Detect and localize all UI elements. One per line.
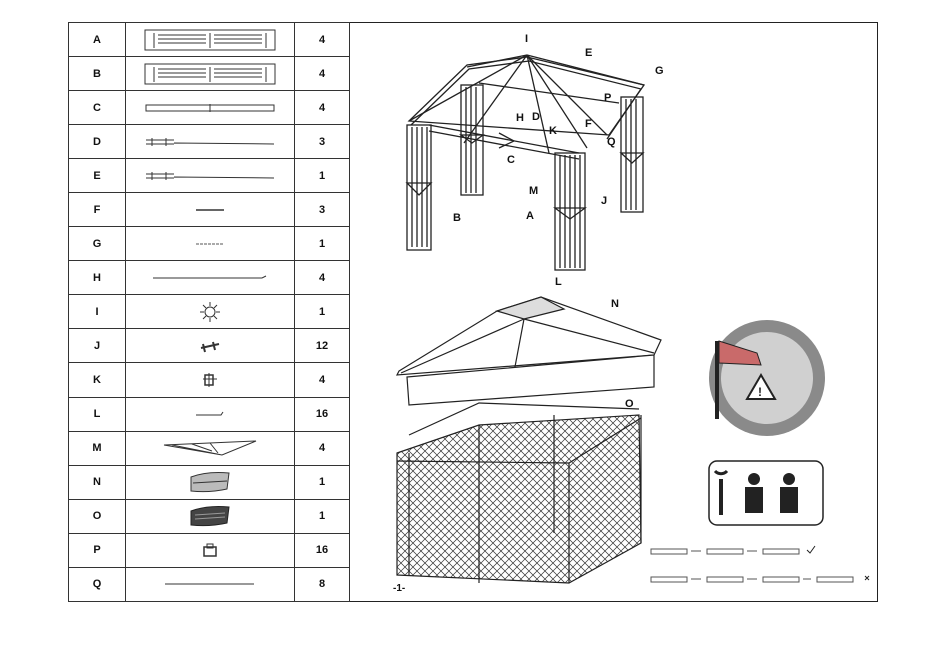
part-quantity: 4 bbox=[295, 363, 350, 397]
part-letter: J bbox=[69, 329, 126, 363]
part-quantity: 1 bbox=[295, 159, 350, 193]
part-quantity: 1 bbox=[295, 499, 350, 533]
part-quantity: 4 bbox=[295, 431, 350, 465]
small-rod-icon bbox=[126, 227, 295, 261]
part-quantity: 3 bbox=[295, 193, 350, 227]
part-quantity: 4 bbox=[295, 57, 350, 91]
top-hub-icon bbox=[126, 295, 295, 329]
svg-text:I: I bbox=[525, 33, 528, 45]
part-quantity: 4 bbox=[295, 261, 350, 295]
part-letter: M bbox=[69, 431, 126, 465]
table-row: J 12 bbox=[69, 329, 350, 363]
label-n: N bbox=[611, 298, 619, 310]
part-letter: N bbox=[69, 465, 126, 499]
part-quantity: 4 bbox=[295, 23, 350, 57]
part-letter: K bbox=[69, 363, 126, 397]
part-letter: Q bbox=[69, 567, 126, 601]
page-number: -1- bbox=[393, 583, 405, 594]
beam-icon bbox=[126, 91, 295, 125]
part-quantity: 4 bbox=[295, 91, 350, 125]
mesh-net-icon bbox=[126, 499, 295, 533]
svg-text:B: B bbox=[453, 212, 461, 224]
wind-warning-icon: ! bbox=[709, 320, 825, 436]
corner-joint-icon bbox=[126, 363, 295, 397]
svg-text:H: H bbox=[516, 112, 524, 124]
part-letter: F bbox=[69, 193, 126, 227]
part-quantity: 1 bbox=[295, 295, 350, 329]
part-quantity: 12 bbox=[295, 329, 350, 363]
part-letter: D bbox=[69, 125, 126, 159]
roof-cover-icon bbox=[126, 465, 295, 499]
panel-icon bbox=[126, 57, 295, 91]
roof-canopy-drawing bbox=[397, 297, 661, 405]
rafter-icon bbox=[126, 159, 295, 193]
part-letter: B bbox=[69, 57, 126, 91]
table-row: L 16 bbox=[69, 397, 350, 431]
part-quantity: 1 bbox=[295, 227, 350, 261]
svg-text:Q: Q bbox=[607, 136, 616, 148]
part-letter: L bbox=[69, 397, 126, 431]
cap-icon bbox=[126, 533, 295, 567]
svg-text:P: P bbox=[604, 92, 611, 104]
svg-text:F: F bbox=[585, 118, 592, 130]
panel-icon bbox=[126, 23, 295, 57]
part-letter: E bbox=[69, 159, 126, 193]
rafter-icon bbox=[126, 125, 295, 159]
assembly-step-correct bbox=[651, 546, 815, 554]
connector-icon bbox=[126, 329, 295, 363]
svg-text:G: G bbox=[655, 65, 664, 77]
svg-text:C: C bbox=[507, 154, 515, 166]
frame-part-labels: I E G H D P K F Q C M J A B L bbox=[453, 33, 664, 288]
part-letter: H bbox=[69, 261, 126, 295]
svg-text:J: J bbox=[601, 195, 607, 207]
part-quantity: 8 bbox=[295, 567, 350, 601]
part-letter: A bbox=[69, 23, 126, 57]
svg-text:M: M bbox=[529, 185, 538, 197]
svg-text:L: L bbox=[555, 276, 562, 288]
table-row: P 16 bbox=[69, 533, 350, 567]
part-letter: I bbox=[69, 295, 126, 329]
part-quantity: 16 bbox=[295, 533, 350, 567]
svg-text:D: D bbox=[532, 111, 540, 123]
svg-text:A: A bbox=[526, 210, 534, 222]
part-quantity: 16 bbox=[295, 397, 350, 431]
corner-brace-icon bbox=[126, 431, 295, 465]
part-quantity: 1 bbox=[295, 465, 350, 499]
mesh-net-drawing bbox=[397, 403, 641, 583]
tools-two-persons-icon bbox=[709, 461, 823, 525]
svg-text:K: K bbox=[549, 125, 557, 137]
short-rod-icon bbox=[126, 193, 295, 227]
assembly-step-wrong bbox=[651, 576, 869, 582]
svg-text:E: E bbox=[585, 47, 592, 59]
svg-text:!: ! bbox=[758, 385, 762, 399]
part-quantity: 3 bbox=[295, 125, 350, 159]
gazebo-frame-drawing bbox=[407, 55, 644, 270]
part-letter: G bbox=[69, 227, 126, 261]
part-letter: C bbox=[69, 91, 126, 125]
label-o: O bbox=[625, 398, 634, 410]
straight-rod-icon bbox=[126, 567, 295, 601]
long-rod-icon bbox=[126, 261, 295, 295]
part-letter: O bbox=[69, 499, 126, 533]
part-letter: P bbox=[69, 533, 126, 567]
assembly-diagram: I E G H D P K F Q C M J A B L N O bbox=[349, 23, 877, 601]
hook-icon bbox=[126, 397, 295, 431]
